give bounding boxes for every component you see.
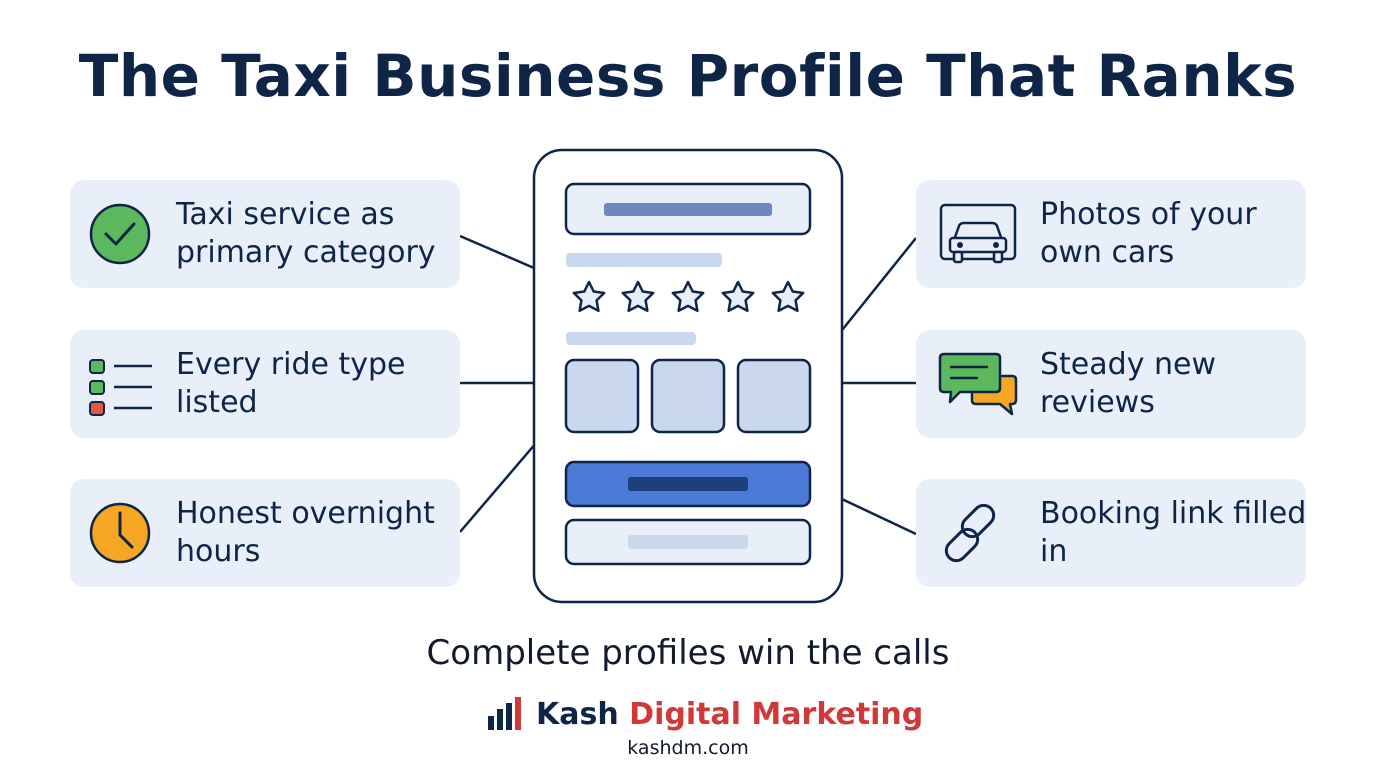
feature-card-reviews: Steady new reviews — [916, 330, 1306, 438]
checklist-icon — [89, 359, 152, 416]
photo-thumbnails — [564, 358, 812, 434]
profile-subtitle-bar — [566, 332, 696, 345]
page-title: The Taxi Business Profile That Ranks — [78, 42, 1298, 110]
photo-thumbnail — [564, 358, 640, 434]
brand-name-accent: Digital Marketing — [629, 696, 924, 732]
feature-card-booking-link: Booking link filled in — [916, 479, 1306, 587]
check-circle-icon — [89, 203, 151, 265]
photo-thumbnail — [736, 358, 812, 434]
feature-label: Booking link filled in — [1040, 496, 1307, 569]
feature-label: Honest overnight hours — [176, 496, 435, 569]
feature-label: Taxi service as primary category — [176, 197, 436, 270]
chat-bubbles-icon — [938, 352, 1018, 416]
rating-stars — [572, 280, 805, 313]
star-icon — [621, 280, 655, 313]
star-icon — [572, 280, 606, 313]
link-icon — [944, 503, 996, 563]
tagline: Complete profiles win the calls — [426, 633, 950, 673]
bar-chart-logo-icon — [488, 697, 521, 730]
feature-label: Steady new reviews — [1040, 347, 1216, 420]
star-icon — [721, 280, 755, 313]
feature-card-overnight-hours: Honest overnight hours — [70, 479, 460, 587]
feature-card-ride-types: Every ride type listed — [70, 330, 460, 438]
feature-card-car-photos: Photos of your own cars — [916, 180, 1306, 288]
website-url: kashdm.com — [627, 737, 749, 759]
star-icon — [771, 280, 805, 313]
feature-card-primary-category: Taxi service as primary category — [70, 180, 460, 288]
connector-left-1 — [459, 234, 535, 270]
brand-name: Kash Digital Marketing — [536, 697, 923, 732]
clock-icon — [89, 502, 151, 564]
profile-name-bar — [566, 253, 722, 267]
brand-logo: Kash Digital Marketing — [486, 694, 923, 734]
brand-name-primary: Kash — [536, 696, 619, 732]
star-icon — [671, 280, 705, 313]
feature-label: Photos of your own cars — [1040, 197, 1257, 270]
car-photo-icon — [939, 203, 1017, 264]
photo-thumbnail — [650, 358, 726, 434]
feature-label: Every ride type listed — [176, 347, 406, 420]
